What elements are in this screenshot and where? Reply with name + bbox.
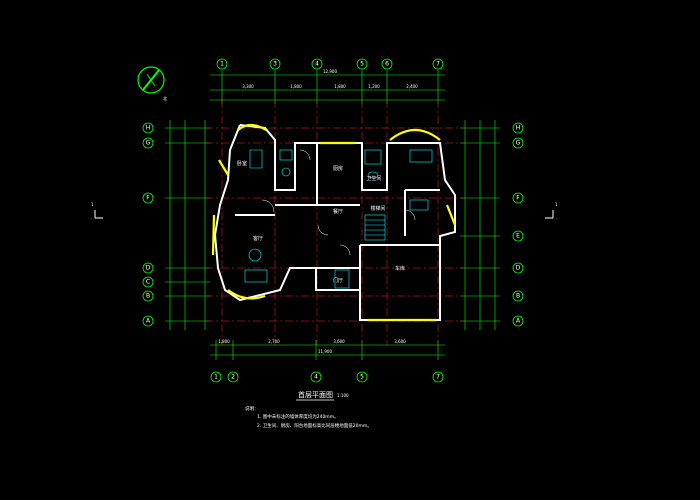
dim-top-span-5: 2,400: [406, 84, 418, 89]
grid-label-top-3: 3: [273, 61, 277, 68]
grid-bubbles-bottom: 1 2 4 5 7: [210, 371, 444, 383]
grid-label-top-1: 1: [220, 61, 224, 68]
drawing-scale: 1:100: [337, 393, 349, 398]
dimension-texts: 12,900 11,900 3,300 1,800 1,800 1,200 2,…: [218, 69, 418, 354]
dim-top-span-4: 1,200: [368, 84, 380, 89]
door-swings: [261, 149, 416, 256]
grid-label-top-5: 5: [360, 61, 364, 68]
room-label-kitchen: 厨房: [333, 165, 343, 172]
dim-bottom-span-2: 2,700: [268, 339, 280, 344]
dim-top-span-1: 3,300: [242, 84, 254, 89]
grid-label-top-7: 7: [436, 61, 440, 68]
drawing-title-block: 首层平面图 1:100 说明： 1. 图中未标注的墙体厚度均为240mm。 2.…: [245, 390, 372, 429]
grid-label-bottom-5: 5: [360, 374, 364, 381]
room-label-bedroom: 卧室: [237, 160, 247, 167]
grid-label-right-G: G: [516, 140, 521, 147]
note-1: 1. 图中未标注的墙体厚度均为240mm。: [257, 413, 339, 420]
grid-label-right-E: E: [516, 233, 520, 240]
grid-label-left-H: H: [146, 125, 151, 132]
room-label-foyer: 门厅: [333, 277, 343, 284]
north-arrow-icon: 北: [137, 66, 167, 101]
windows-curved: [211, 123, 457, 322]
grid-label-top-4: 4: [315, 61, 319, 68]
room-label-living: 客厅: [253, 235, 263, 242]
grid-label-top-6: 6: [385, 61, 389, 68]
drawing-title: 首层平面图: [298, 390, 333, 399]
grid-label-left-B: B: [146, 293, 150, 300]
walls: [213, 124, 456, 321]
section-label-left: 1: [91, 202, 94, 207]
north-label: 北: [163, 95, 167, 101]
grid-bubbles-left: H G F D C B A: [142, 122, 154, 327]
grid-label-left-C: C: [146, 279, 150, 286]
note-2: 2. 卫生间、厨房、阳台地面标高比同层楼地面低20mm。: [257, 422, 372, 429]
grid-label-right-F: F: [516, 195, 520, 202]
grid-label-bottom-2: 2: [231, 374, 235, 381]
dim-total-top: 12,900: [323, 69, 337, 74]
grid-label-left-F: F: [146, 195, 150, 202]
grid-label-right-B: B: [516, 293, 520, 300]
grid-bubbles-right: H G F E D B A: [512, 122, 524, 327]
room-label-garage: 车库: [395, 265, 405, 272]
section-cut-icon: 1 1: [91, 202, 558, 219]
grid-label-right-D: D: [516, 265, 521, 272]
grid-label-bottom-7: 7: [436, 374, 440, 381]
notes-heading: 说明：: [245, 405, 259, 412]
grid-bubbles-top: 1 3 4 5 6 7: [216, 58, 444, 70]
room-labels: 客厅 餐厅 厨房 车库 卧室 卫生间 门厅 楼梯间: [237, 160, 405, 284]
grid-label-left-A: A: [146, 318, 151, 325]
dim-top-span-3: 1,800: [334, 84, 346, 89]
grid-label-right-A: A: [516, 318, 521, 325]
dimension-lines: [165, 70, 500, 360]
dim-top-span-2: 1,800: [290, 84, 302, 89]
grid-label-bottom-1: 1: [214, 374, 218, 381]
grid-label-left-D: D: [146, 265, 151, 272]
grid-label-left-G: G: [146, 140, 151, 147]
room-label-bathroom: 卫生间: [366, 175, 381, 182]
section-label-right: 1: [555, 202, 558, 207]
room-label-stair: 楼梯间: [370, 205, 385, 212]
axis-lines: [205, 100, 465, 345]
grid-label-bottom-4: 4: [314, 374, 318, 381]
room-label-dining: 餐厅: [333, 208, 343, 215]
dim-bottom-span-1: 1,800: [218, 339, 230, 344]
dim-total-bottom: 11,900: [318, 349, 332, 354]
dim-bottom-span-3: 3,600: [333, 339, 345, 344]
dim-bottom-span-4: 3,600: [394, 339, 406, 344]
grid-label-right-H: H: [516, 125, 521, 132]
furniture: [244, 149, 433, 289]
